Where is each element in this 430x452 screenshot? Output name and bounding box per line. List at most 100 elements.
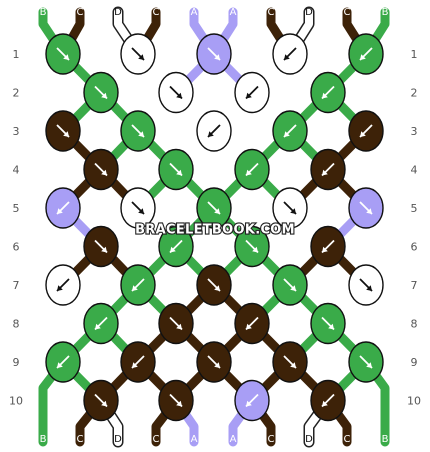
bottom-string-label: C [344, 434, 351, 445]
knot-grid [45, 33, 384, 422]
knot [234, 148, 270, 191]
knot [272, 33, 308, 75]
arrow-head-icon [214, 54, 220, 60]
row-label-left: 8 [13, 318, 20, 331]
arrow-head-icon [138, 131, 144, 137]
arrow-head-icon [322, 92, 328, 99]
top-string-label: C [153, 7, 160, 18]
knot [158, 71, 194, 114]
arrow-head-icon [246, 323, 252, 330]
knot [120, 110, 156, 152]
knot [45, 110, 81, 152]
bottom-string-label: A [230, 434, 237, 445]
arrow-head-icon [57, 285, 63, 291]
arrow-head-icon [214, 208, 220, 214]
knot [120, 341, 156, 383]
knot [120, 264, 156, 306]
knot [272, 110, 308, 152]
top-string-label: B [382, 7, 389, 18]
row-label-left: 6 [13, 241, 20, 254]
row-label-left: 4 [13, 164, 20, 177]
arrow-head-icon [252, 246, 258, 253]
row-label-right: 4 [411, 164, 418, 177]
knot [272, 264, 308, 306]
knot [120, 187, 156, 229]
row-label-right: 8 [411, 318, 418, 331]
bottom-string-label: C [153, 434, 160, 445]
arrow-head-icon [366, 362, 372, 368]
knot [120, 33, 156, 75]
arrow-head-icon [290, 285, 296, 291]
knot [310, 379, 346, 422]
knot [45, 341, 81, 383]
arrow-head-icon [176, 323, 182, 330]
knot [196, 341, 232, 383]
bottom-string-label: C [268, 434, 275, 445]
knot [348, 110, 384, 152]
row-label-right: 5 [411, 202, 418, 215]
arrow-head-icon [328, 323, 334, 330]
arrow-head-icon [63, 54, 69, 60]
arrow-head-icon [101, 169, 107, 176]
arrow-head-icon [132, 362, 138, 368]
row-label-right: 1 [411, 48, 418, 61]
arrow-head-icon [176, 92, 182, 99]
knot [158, 148, 194, 191]
knot [158, 225, 194, 268]
row-label-right: 2 [411, 87, 418, 100]
arrow-head-icon [214, 285, 220, 291]
row-label-left: 9 [13, 356, 20, 369]
knot [348, 33, 384, 75]
arrow-head-icon [360, 131, 366, 137]
arrow-head-icon [290, 362, 296, 368]
bottom-string-label: D [305, 434, 313, 445]
row-label-left: 1 [13, 48, 20, 61]
knot [196, 110, 232, 152]
row-label-right: 6 [411, 241, 418, 254]
top-string-label: A [230, 7, 237, 18]
knot [196, 187, 232, 229]
knot [158, 302, 194, 345]
arrow-head-icon [360, 54, 366, 60]
knot [310, 302, 346, 345]
arrow-head-icon [322, 400, 328, 407]
knot [348, 264, 384, 306]
arrow-head-icon [246, 169, 252, 176]
arrow-head-icon [366, 285, 372, 291]
knot [310, 71, 346, 114]
knot [83, 225, 119, 268]
knot [348, 341, 384, 383]
row-label-right: 7 [411, 279, 418, 292]
arrow-head-icon [322, 169, 328, 176]
arrow-head-icon [208, 131, 214, 137]
knot [234, 302, 270, 345]
arrow-head-icon [284, 54, 290, 60]
row-label-right: 9 [411, 356, 418, 369]
arrow-head-icon [322, 246, 328, 253]
bottom-string-label: B [40, 434, 47, 445]
knot [83, 379, 119, 422]
bottom-string-label: D [114, 434, 122, 445]
knot [45, 187, 81, 229]
arrow-head-icon [290, 208, 296, 214]
arrow-head-icon [176, 169, 182, 176]
bottom-string-label: C [77, 434, 84, 445]
top-string-label: C [344, 7, 351, 18]
knot [234, 71, 270, 114]
knot [272, 341, 308, 383]
row-label-right: 3 [411, 125, 418, 138]
arrow-head-icon [101, 400, 107, 407]
arrow-head-icon [132, 285, 138, 291]
arrow-head-icon [57, 208, 63, 214]
arrow-head-icon [246, 92, 252, 99]
arrow-head-icon [138, 54, 144, 60]
knot [348, 187, 384, 229]
knot [83, 148, 119, 191]
row-label-left: 3 [13, 125, 20, 138]
arrow-head-icon [138, 208, 144, 214]
arrow-head-icon [95, 323, 101, 330]
